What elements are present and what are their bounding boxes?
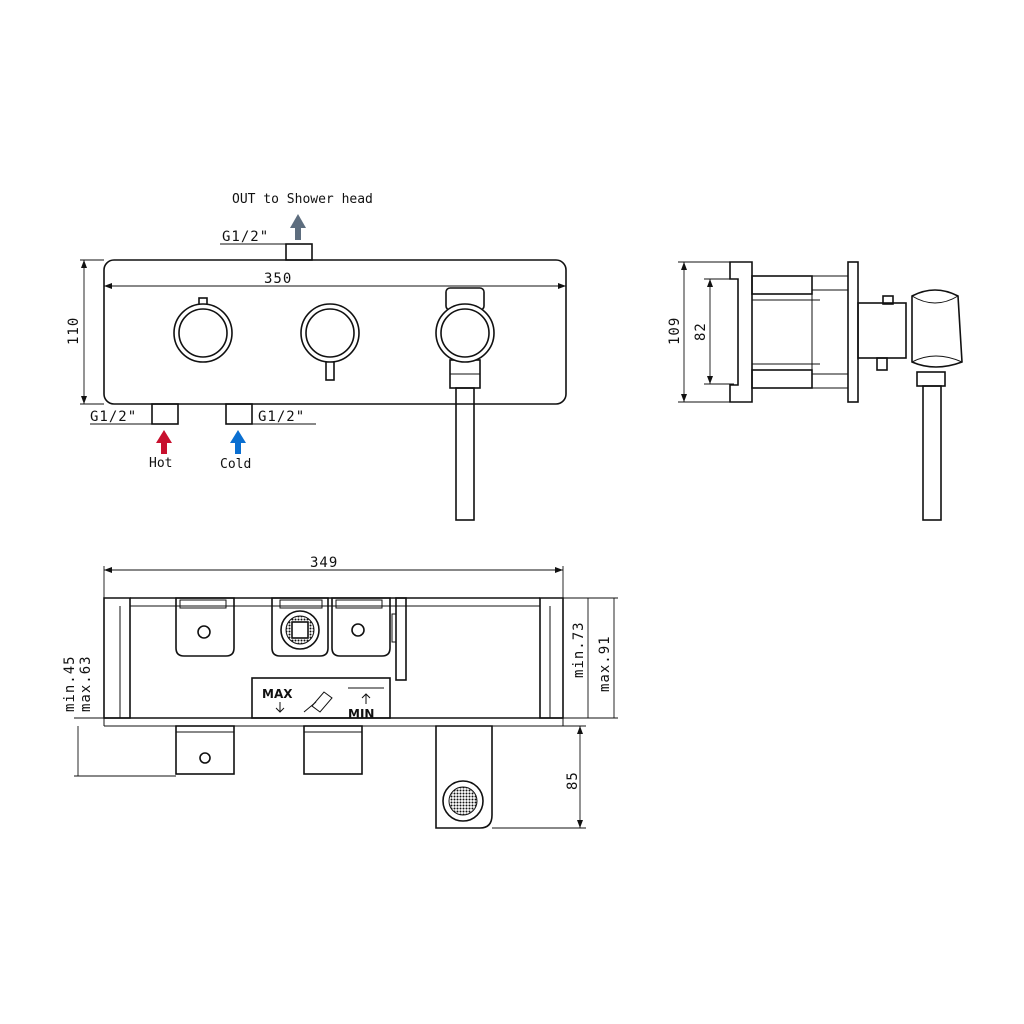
cold-inlet-body [303, 725, 363, 775]
top-width-dimension: 349 [310, 555, 338, 571]
hand-shower-connector [435, 725, 493, 829]
outlet-arrow-shaft [295, 226, 301, 240]
outlet-arrow-icon [290, 214, 306, 240]
flow-knob [300, 303, 360, 381]
right-min-depth: min.73 [571, 621, 587, 678]
cartridge-center [271, 597, 329, 657]
right-max-depth: max.91 [597, 635, 613, 692]
mounting-body [729, 261, 753, 403]
cover-plate-edge [847, 261, 859, 403]
hot-inlet-body [175, 725, 235, 775]
handle-projection-dimension: 85 [565, 771, 581, 790]
hot-arrow-icon [156, 430, 172, 454]
temperature-knob [173, 297, 233, 363]
front-view: OUT to Shower head G1/2" 350 110 [66, 192, 567, 521]
side-view: 109 82 [667, 261, 963, 521]
housing-right-wall [539, 597, 564, 719]
gauge-min-label: MIN [348, 707, 374, 721]
hot-label: Hot [149, 456, 172, 471]
inner-height-dimension: 82 [693, 322, 709, 341]
hot-inlet-stub [151, 403, 179, 425]
diverter-rod [395, 597, 407, 681]
outlet-pipe-stub [285, 243, 313, 261]
housing-left-wall [103, 597, 131, 719]
cartridge-right [331, 597, 391, 657]
height-dimension: 110 [66, 317, 82, 345]
hot-thread-label: G1/2" [90, 409, 137, 425]
outlet-thread-label: G1/2" [222, 229, 269, 245]
depth-gauge-sticker: MAX MIN [251, 677, 391, 721]
valve-body [857, 302, 907, 359]
cover-plate [103, 259, 567, 405]
hand-shower-hose [455, 387, 475, 521]
gauge-max-label: MAX [262, 687, 293, 701]
hose-side [922, 385, 942, 521]
outlet-label: OUT to Shower head [232, 192, 373, 207]
cold-thread-label: G1/2" [258, 409, 305, 425]
cold-label: Cold [220, 457, 251, 472]
outer-height-dimension: 109 [667, 317, 683, 345]
left-min-depth: min.45 [62, 655, 78, 712]
outlet-arrow-head [290, 214, 306, 228]
cartridge-left [175, 597, 235, 657]
hand-shower-outlet [435, 287, 495, 521]
cold-arrow-icon [230, 430, 246, 454]
top-view: 349 [62, 555, 618, 829]
handle-head [911, 289, 963, 368]
cold-inlet-stub [225, 403, 253, 425]
width-dimension: 350 [264, 271, 292, 287]
left-max-depth: max.63 [78, 655, 94, 712]
